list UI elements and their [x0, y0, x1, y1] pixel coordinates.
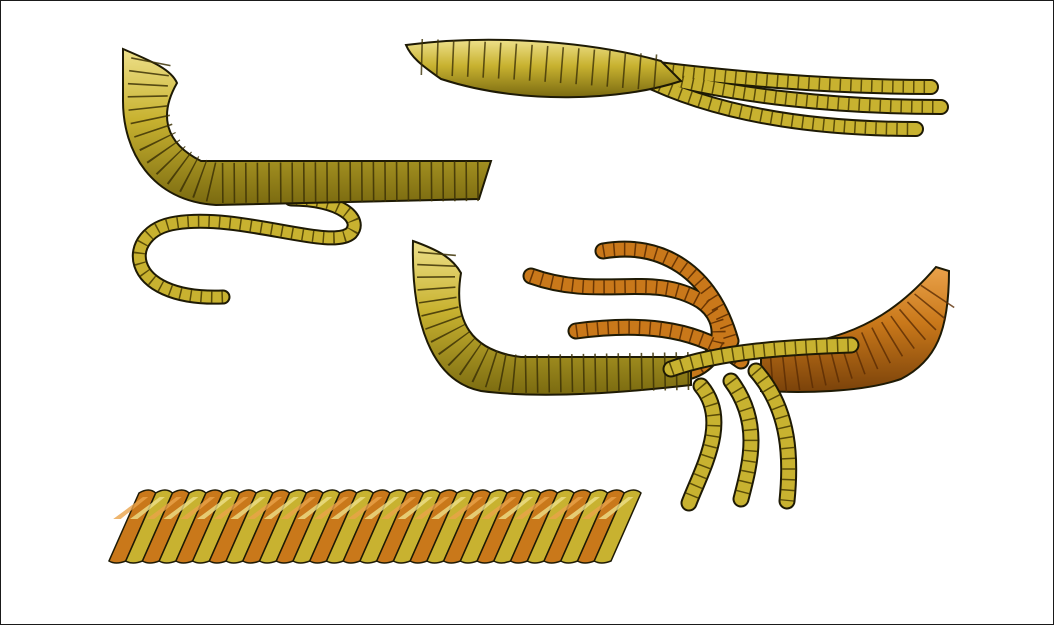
yellow-strand-hang-a-fill	[689, 386, 714, 503]
loose-strand-twist	[139, 199, 354, 297]
loose-strand-fill	[139, 199, 354, 297]
panel-unlaid-rope	[406, 40, 941, 129]
panel-splice	[413, 241, 949, 503]
panel-laid-rope	[109, 490, 641, 563]
loose-strand	[139, 199, 354, 297]
